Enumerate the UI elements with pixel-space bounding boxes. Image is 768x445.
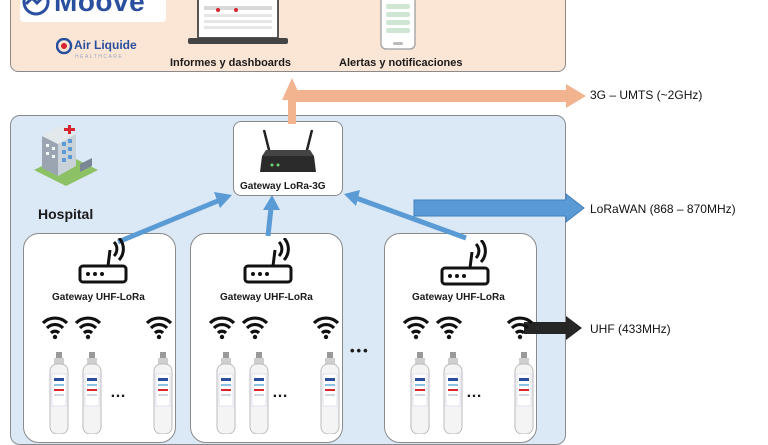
more-clusters-ellipsis: ••• — [350, 343, 370, 358]
phone-alerts-icon — [380, 0, 416, 50]
moove-swoosh-icon — [22, 0, 50, 16]
alerts-notifications-label: Alertas y notificaciones — [339, 57, 463, 69]
uhf-lora-gateway-icon — [440, 240, 490, 286]
moove-logo: Moove — [20, 0, 166, 22]
air-liquide-mark-icon — [56, 38, 73, 55]
central-gateway-label: Gateway LoRa-3G — [240, 181, 326, 192]
uhf-label: UHF (433MHz) — [590, 322, 671, 336]
lorawan-label: LoRaWAN (868 – 870MHz) — [590, 202, 736, 216]
umts-arrow — [288, 98, 296, 124]
reports-dashboards-label: Informes y dashboards — [170, 57, 292, 69]
connections-layer — [117, 78, 586, 340]
hospital-building-icon — [34, 125, 98, 186]
uhf-lora-gateway-icon — [78, 238, 128, 284]
umts-horizontal-arrow — [296, 84, 586, 108]
uhf-arrow — [524, 316, 582, 340]
cluster-3-ellipsis: … — [466, 384, 484, 401]
uhf-lora-gateway-icon — [243, 238, 293, 284]
cluster-2-ellipsis: … — [272, 384, 290, 401]
air-liquide-logo-text: Air Liquide — [74, 38, 137, 52]
lorawan-arrow — [413, 192, 585, 224]
cluster-3-gateway-label: Gateway UHF-LoRa — [412, 292, 505, 303]
lora-links — [117, 190, 467, 245]
cluster-1-gateway-label: Gateway UHF-LoRa — [52, 292, 145, 303]
umts-label: 3G – UMTS (~2GHz) — [590, 88, 703, 102]
healthcare-logo-text: HEALTHCARE — [75, 54, 124, 60]
cluster-1-ellipsis: … — [110, 384, 128, 401]
cluster-2-gateway-label: Gateway UHF-LoRa — [220, 292, 313, 303]
laptop-dashboard-icon — [188, 0, 288, 44]
lora-3g-router-icon — [260, 129, 316, 172]
moove-logo-text: Moove — [54, 0, 146, 17]
hospital-label: Hospital — [38, 206, 94, 222]
